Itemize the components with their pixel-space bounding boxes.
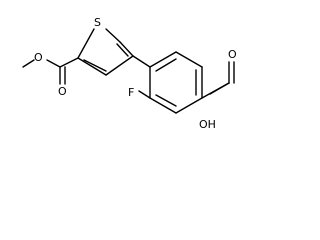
thiophene-to-benzene-bond — [132, 55, 151, 68]
acid-hydroxyl-bond — [209, 82, 230, 95]
thiophene-double-bond-c2-c3 — [83, 59, 107, 72]
thiophene-bond-c2-s — [77, 28, 95, 59]
fluorine-label: F — [128, 86, 134, 99]
acid-hydroxyl-label: OH — [199, 118, 216, 131]
fluorine-bond — [138, 90, 151, 99]
acid-carbonyl-oxygen-label: O — [228, 48, 237, 61]
ester-carbonyl-oxygen-label: O — [58, 85, 67, 98]
ester-to-thiophene-bond — [59, 57, 79, 68]
thiophene-bond-s-c5 — [105, 28, 121, 43]
thiophene-bond-c5-c4 — [119, 41, 134, 57]
benzene-inner-double-bond-3 — [155, 94, 177, 107]
methyl-bond — [22, 59, 35, 68]
benzene-bond-4 — [175, 97, 203, 114]
thiophene-bond-c4-c3 — [105, 55, 134, 76]
ester-o-carbonyl-bond — [46, 59, 61, 68]
chemical-structure-canvas: O O S F O OH — [0, 0, 259, 142]
ester-ether-oxygen-label: O — [34, 51, 43, 64]
benzene-inner-double-bond-1 — [155, 58, 177, 72]
benzene-bond-5 — [149, 97, 177, 114]
thiophene-double-bond-c4-c5 — [116, 43, 129, 57]
benzene-bond-1 — [149, 51, 177, 68]
thiophene-sulfur-label: S — [94, 16, 101, 29]
thiophene-bond-c3-c2 — [77, 57, 107, 76]
chemical-structure: O O S F O OH — [22, 16, 237, 131]
benzene-bond-2 — [175, 51, 203, 68]
